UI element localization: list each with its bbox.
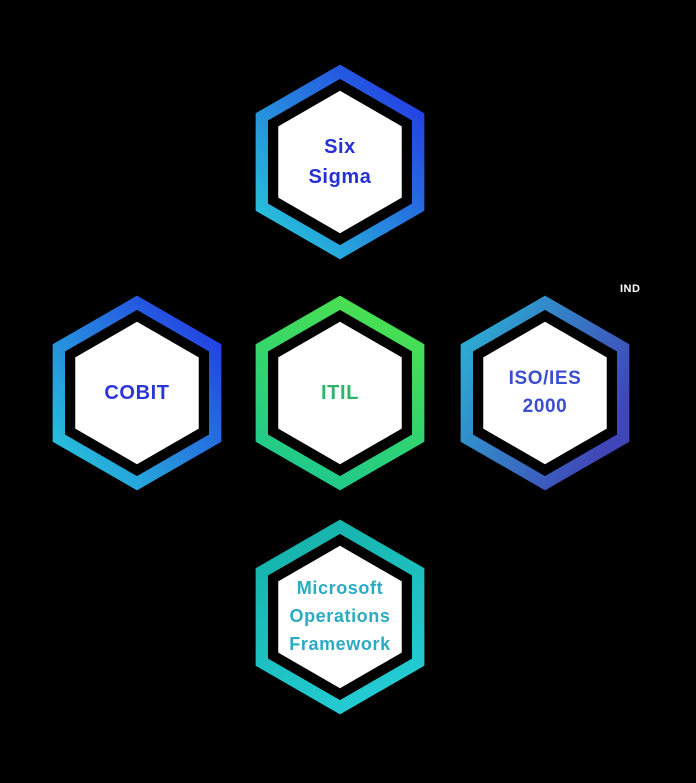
hexagon-cobit: COBIT [42, 287, 232, 499]
hexagon-iso-ies-2000: ISO/IES 2000 [450, 287, 640, 499]
hexagon-shape [255, 64, 425, 260]
hexagon-shape [255, 295, 425, 491]
hexagon-fill [278, 545, 402, 689]
hexagon-fill [278, 90, 402, 234]
hexagon-label-six-sigma: Six Sigma [308, 136, 372, 188]
hexagon-shape [460, 295, 630, 491]
hexagon-fill [75, 321, 199, 465]
hexagon-border [255, 295, 425, 491]
hexagon-six-sigma: Six Sigma [245, 56, 435, 268]
hexagon-label-microsoft-operations-framework: Microsoft Operations Framework [289, 578, 391, 654]
hexagon-label-cobit: COBIT [104, 382, 170, 404]
hexagon-label-itil: ITIL [321, 382, 359, 404]
hexagon-border [255, 64, 425, 260]
hexagon-fill [483, 321, 607, 465]
hexagon-fill [278, 321, 402, 465]
hexagon-label-iso-ies-2000: ISO/IES 2000 [508, 367, 582, 418]
hexagon-itil: ITIL [245, 287, 435, 499]
hexagon-border [52, 295, 222, 491]
watermark-ind: IND [620, 283, 641, 295]
hexagon-shape [52, 295, 222, 491]
hexagon-microsoft-operations-framework: Microsoft Operations Framework [245, 511, 435, 723]
hexagon-border [255, 519, 425, 715]
hexagon-border [460, 295, 630, 491]
hexagon-shape [255, 519, 425, 715]
